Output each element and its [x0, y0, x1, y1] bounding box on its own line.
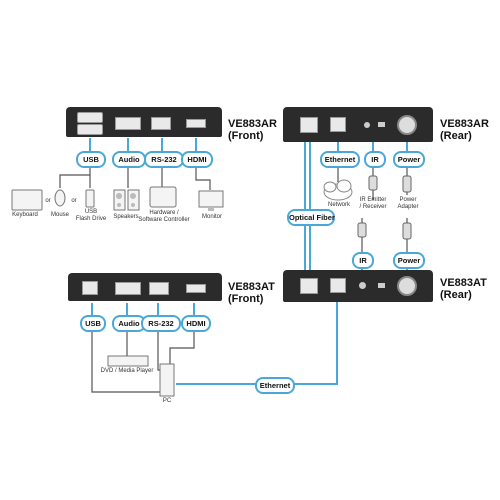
power-plug-icon [402, 175, 412, 193]
pill-rs232: RS-232 [141, 315, 181, 332]
pc-label: PC [162, 398, 172, 404]
hdmi-port-icon [186, 284, 206, 293]
pill-rs232: RS-232 [144, 151, 184, 168]
ve883at-rear-title: VE883AT (Rear) [440, 277, 487, 301]
mouse-label: Mouse [50, 212, 69, 218]
keyboard-label: Keyboard [12, 212, 38, 218]
power-adapter-label: Power Adapter [397, 197, 419, 210]
speakers-label: Speakers [113, 214, 139, 220]
dvd-player-label: DVD / Media Player [100, 368, 154, 374]
mouse-icon [54, 189, 66, 207]
speaker-left-icon [113, 189, 126, 211]
ir-port-icon [359, 282, 366, 289]
rs232-port-icon [149, 282, 169, 295]
power-jack-icon [397, 115, 417, 135]
ethernet-port-icon [330, 278, 346, 293]
pill-hdmi: HDMI [181, 315, 211, 332]
dvd-player-icon [107, 355, 149, 367]
monitor-label: Monitor [201, 214, 222, 220]
ve883ar-front-device [66, 107, 222, 137]
usb-b-port-icon [82, 281, 98, 295]
ve883at-front-device [68, 273, 222, 301]
ir-port-icon [364, 122, 370, 128]
pill-ethernet: Ethernet [320, 151, 360, 168]
or-label: or [71, 198, 77, 204]
ethernet-port-icon [330, 117, 346, 132]
pill-power: Power [393, 151, 425, 168]
network-label: Network [327, 202, 350, 208]
audio-port-icon [115, 282, 141, 295]
pill-power: Power [393, 252, 425, 269]
speaker-right-icon [127, 189, 140, 211]
controller-icon [149, 186, 177, 208]
pc-icon [159, 363, 175, 397]
pill-ir: IR [364, 151, 386, 168]
ir-receiver-label: IR Emitter / Receiver [359, 197, 387, 210]
pill-audio: Audio [112, 151, 146, 168]
micro-usb-icon [378, 122, 385, 127]
ve883ar-rear-title: VE883AR (Rear) [440, 118, 489, 142]
pill-ir: IR [352, 252, 374, 269]
micro-usb-icon [378, 283, 385, 288]
pill-ethernet-link: Ethernet [255, 377, 295, 394]
pill-hdmi: HDMI [181, 151, 213, 168]
usb-flash-icon [85, 189, 95, 208]
pill-usb: USB [76, 151, 106, 168]
controller-label: Hardware / Software Controller [138, 210, 190, 223]
keyboard-icon [11, 189, 43, 211]
pill-usb: USB [80, 315, 106, 332]
ve883at-rear-device [283, 270, 433, 302]
rs232-port-icon [151, 117, 171, 130]
usb-port-icon [77, 124, 103, 135]
fiber-port-icon [300, 117, 318, 133]
hdmi-port-icon [186, 119, 206, 128]
pill-optical-fiber: Optical Fiber [287, 209, 335, 226]
power-jack-icon [397, 276, 417, 296]
ve883at-front-title: VE883AT (Front) [228, 281, 275, 305]
network-icon [323, 179, 353, 201]
fiber-port-icon [300, 278, 318, 294]
ir-emitter-icon [368, 175, 378, 191]
or-label: or [45, 198, 51, 204]
ve883ar-front-title: VE883AR (Front) [228, 118, 277, 142]
usb-port-icon [77, 112, 103, 123]
usb-flash-label: USB Flash Drive [75, 209, 107, 222]
monitor-icon [198, 190, 224, 208]
ve883ar-rear-device [283, 107, 433, 142]
audio-port-icon [115, 117, 141, 130]
